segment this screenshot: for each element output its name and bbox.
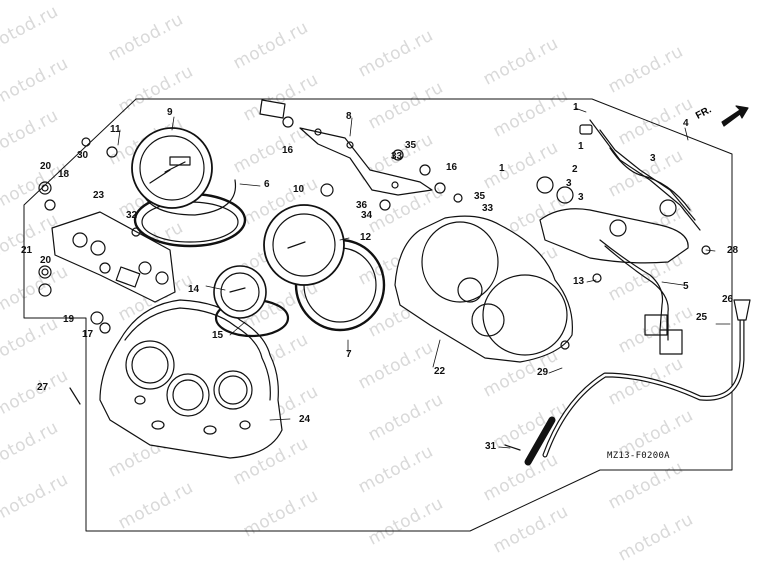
callout-19: 19 bbox=[63, 314, 75, 325]
callout-8: 8 bbox=[346, 111, 352, 122]
callout-35: 35 bbox=[474, 191, 486, 202]
callout-34: 34 bbox=[361, 210, 373, 221]
speedometer bbox=[131, 127, 247, 248]
callout-11: 11 bbox=[110, 124, 121, 135]
callout-16: 16 bbox=[446, 162, 458, 173]
leader-lines bbox=[117, 107, 731, 449]
callout-12: 12 bbox=[360, 232, 372, 243]
callout-33: 33 bbox=[482, 203, 494, 214]
fasteners bbox=[38, 99, 711, 451]
callout-17: 17 bbox=[82, 329, 94, 340]
callout-29: 29 bbox=[537, 367, 549, 378]
callout-10: 10 bbox=[293, 184, 305, 195]
callout-16: 16 bbox=[282, 145, 294, 156]
front-arrow bbox=[721, 105, 749, 127]
instrument-panel-cover bbox=[99, 299, 283, 459]
callout-33: 33 bbox=[391, 151, 403, 162]
callout-3: 3 bbox=[578, 192, 584, 203]
callout-36: 36 bbox=[356, 200, 368, 211]
callout-14: 14 bbox=[188, 284, 200, 295]
callout-21: 21 bbox=[21, 245, 33, 256]
callout-24: 24 bbox=[299, 414, 311, 425]
tachometer bbox=[263, 204, 386, 332]
callout-18: 18 bbox=[58, 169, 70, 180]
callout-7: 7 bbox=[346, 349, 352, 360]
callout-28: 28 bbox=[727, 245, 739, 256]
indicator-housing bbox=[536, 119, 701, 264]
callout-22: 22 bbox=[434, 366, 446, 377]
callout-2: 2 bbox=[572, 164, 578, 175]
assembly-outline bbox=[23, 98, 733, 532]
callout-1: 1 bbox=[499, 163, 505, 174]
callout-20: 20 bbox=[40, 161, 52, 172]
callout-3: 3 bbox=[650, 153, 656, 164]
callout-6: 6 bbox=[264, 179, 270, 190]
callout-15: 15 bbox=[212, 330, 224, 341]
callout-4: 4 bbox=[683, 118, 689, 129]
callout-27: 27 bbox=[37, 382, 49, 393]
diagram-part-code: MZ13-F0200A bbox=[607, 451, 670, 461]
callout-23: 23 bbox=[93, 190, 105, 201]
wire-harness bbox=[599, 239, 683, 355]
meter-case bbox=[394, 215, 573, 363]
callout-32: 32 bbox=[126, 210, 138, 221]
mounting-bracket bbox=[299, 127, 433, 196]
callout-9: 9 bbox=[167, 107, 173, 118]
callout-5: 5 bbox=[683, 281, 689, 292]
callout-30: 30 bbox=[77, 150, 89, 161]
callout-35: 35 bbox=[405, 140, 417, 151]
callout-31: 31 bbox=[485, 441, 497, 452]
callout-3: 3 bbox=[566, 178, 572, 189]
small-gauge bbox=[213, 265, 290, 338]
callout-1: 1 bbox=[578, 141, 584, 152]
callout-1: 1 bbox=[573, 102, 579, 113]
callout-26: 26 bbox=[722, 294, 734, 305]
callout-25: 25 bbox=[696, 312, 708, 323]
speedometer-cable bbox=[524, 299, 751, 466]
callout-20: 20 bbox=[40, 255, 52, 266]
meter-lower-panel bbox=[51, 211, 176, 303]
callout-13: 13 bbox=[573, 276, 585, 287]
